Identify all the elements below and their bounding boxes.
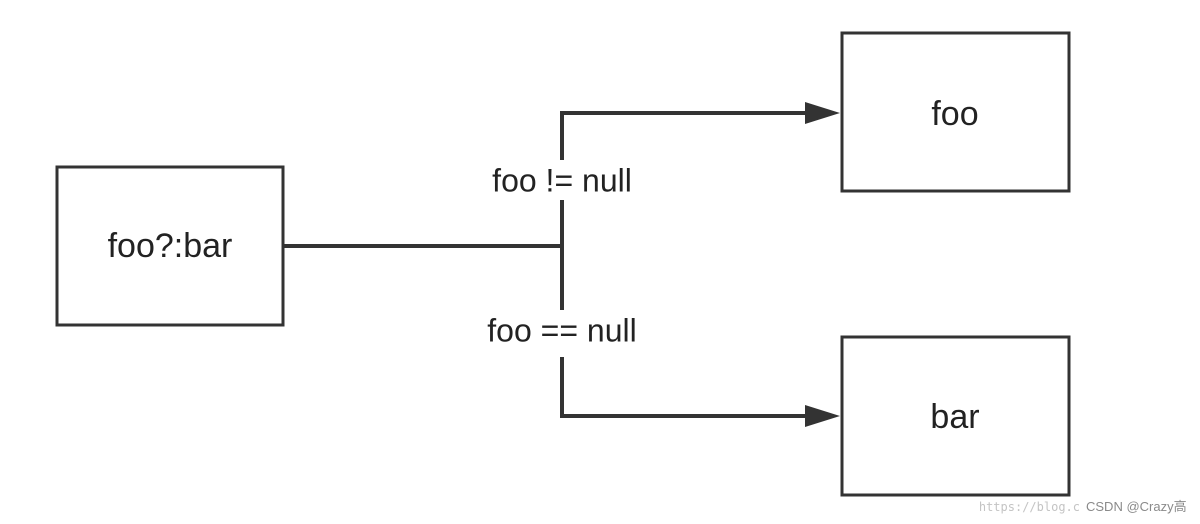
- node-foo-box: [840, 31, 1071, 193]
- edge-label-bottom: foo == null: [487, 312, 636, 348]
- watermark-url: https://blog.c: [979, 500, 1080, 514]
- connector-bottom-branch: [560, 357, 806, 418]
- watermark-brand: CSDN @Crazy高: [1086, 499, 1187, 514]
- node-source: foo?:bar: [55, 165, 285, 327]
- node-foo: foo: [840, 31, 1071, 193]
- node-bar-box: [840, 335, 1071, 497]
- edge-label-top: foo != null: [492, 162, 632, 198]
- node-source-box: [55, 165, 285, 327]
- node-bar-label: bar: [930, 398, 979, 436]
- connector-top-branch: [560, 111, 806, 160]
- arrowhead-bottom: [805, 405, 840, 427]
- node-source-label: foo?:bar: [108, 227, 233, 265]
- node-bar: bar: [840, 335, 1071, 497]
- arrowhead-top: [805, 102, 840, 124]
- node-foo-label: foo: [931, 95, 978, 133]
